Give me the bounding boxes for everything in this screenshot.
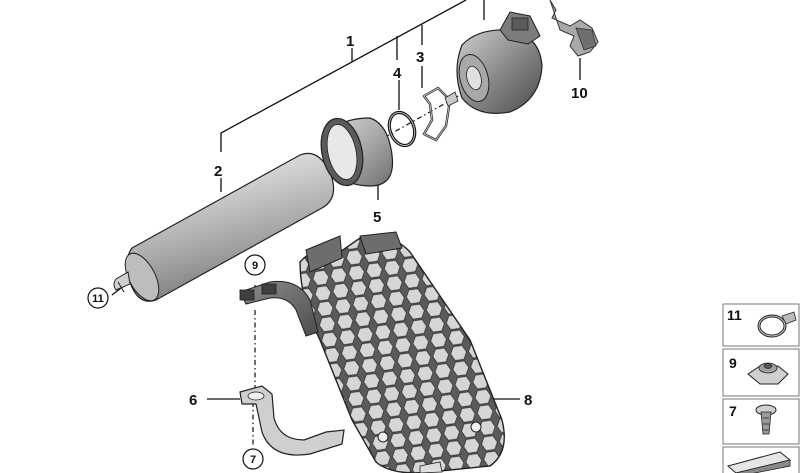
connector-bracket — [549, 0, 599, 57]
callout-7: 7 — [250, 454, 256, 466]
hose-clamp-icon — [757, 311, 797, 338]
callout-8: 8 — [524, 392, 532, 409]
callout-circle-9 — [244, 254, 266, 276]
callout-6: 6 — [189, 392, 197, 409]
wedge-pad-icon — [726, 451, 792, 473]
callout-circle-11 — [87, 287, 109, 309]
callout-1: 1 — [346, 33, 354, 50]
o-ring — [387, 110, 417, 148]
callout-circle-7 — [242, 448, 264, 470]
hex-nut-icon — [747, 362, 789, 385]
callout-3: 3 — [416, 49, 424, 66]
upper-clamp-bracket — [239, 280, 319, 337]
expansion-rivet-icon — [755, 404, 777, 435]
callout-9: 9 — [252, 260, 258, 272]
spring-clip — [422, 86, 452, 142]
callout-10: 10 — [571, 85, 588, 102]
filter-cartridge — [113, 152, 335, 302]
callout-4: 4 — [393, 65, 402, 82]
legend-number-9: 9 — [729, 355, 737, 371]
mounting-sleeve — [320, 117, 394, 187]
callout-2: 2 — [214, 163, 222, 180]
carrier-plate — [299, 231, 505, 473]
parts-legend: 11 9 7 — [722, 303, 800, 473]
legend-number-7: 7 — [729, 403, 737, 419]
legend-number-11: 11 — [727, 307, 742, 323]
callout-11: 11 — [92, 293, 104, 305]
pump-head — [444, 11, 543, 114]
callout-labels: 1 2 3 4 5 6 8 10 9 7 11 — [87, 33, 588, 470]
callout-5: 5 — [373, 209, 381, 226]
lower-clamp-strap — [239, 385, 345, 456]
